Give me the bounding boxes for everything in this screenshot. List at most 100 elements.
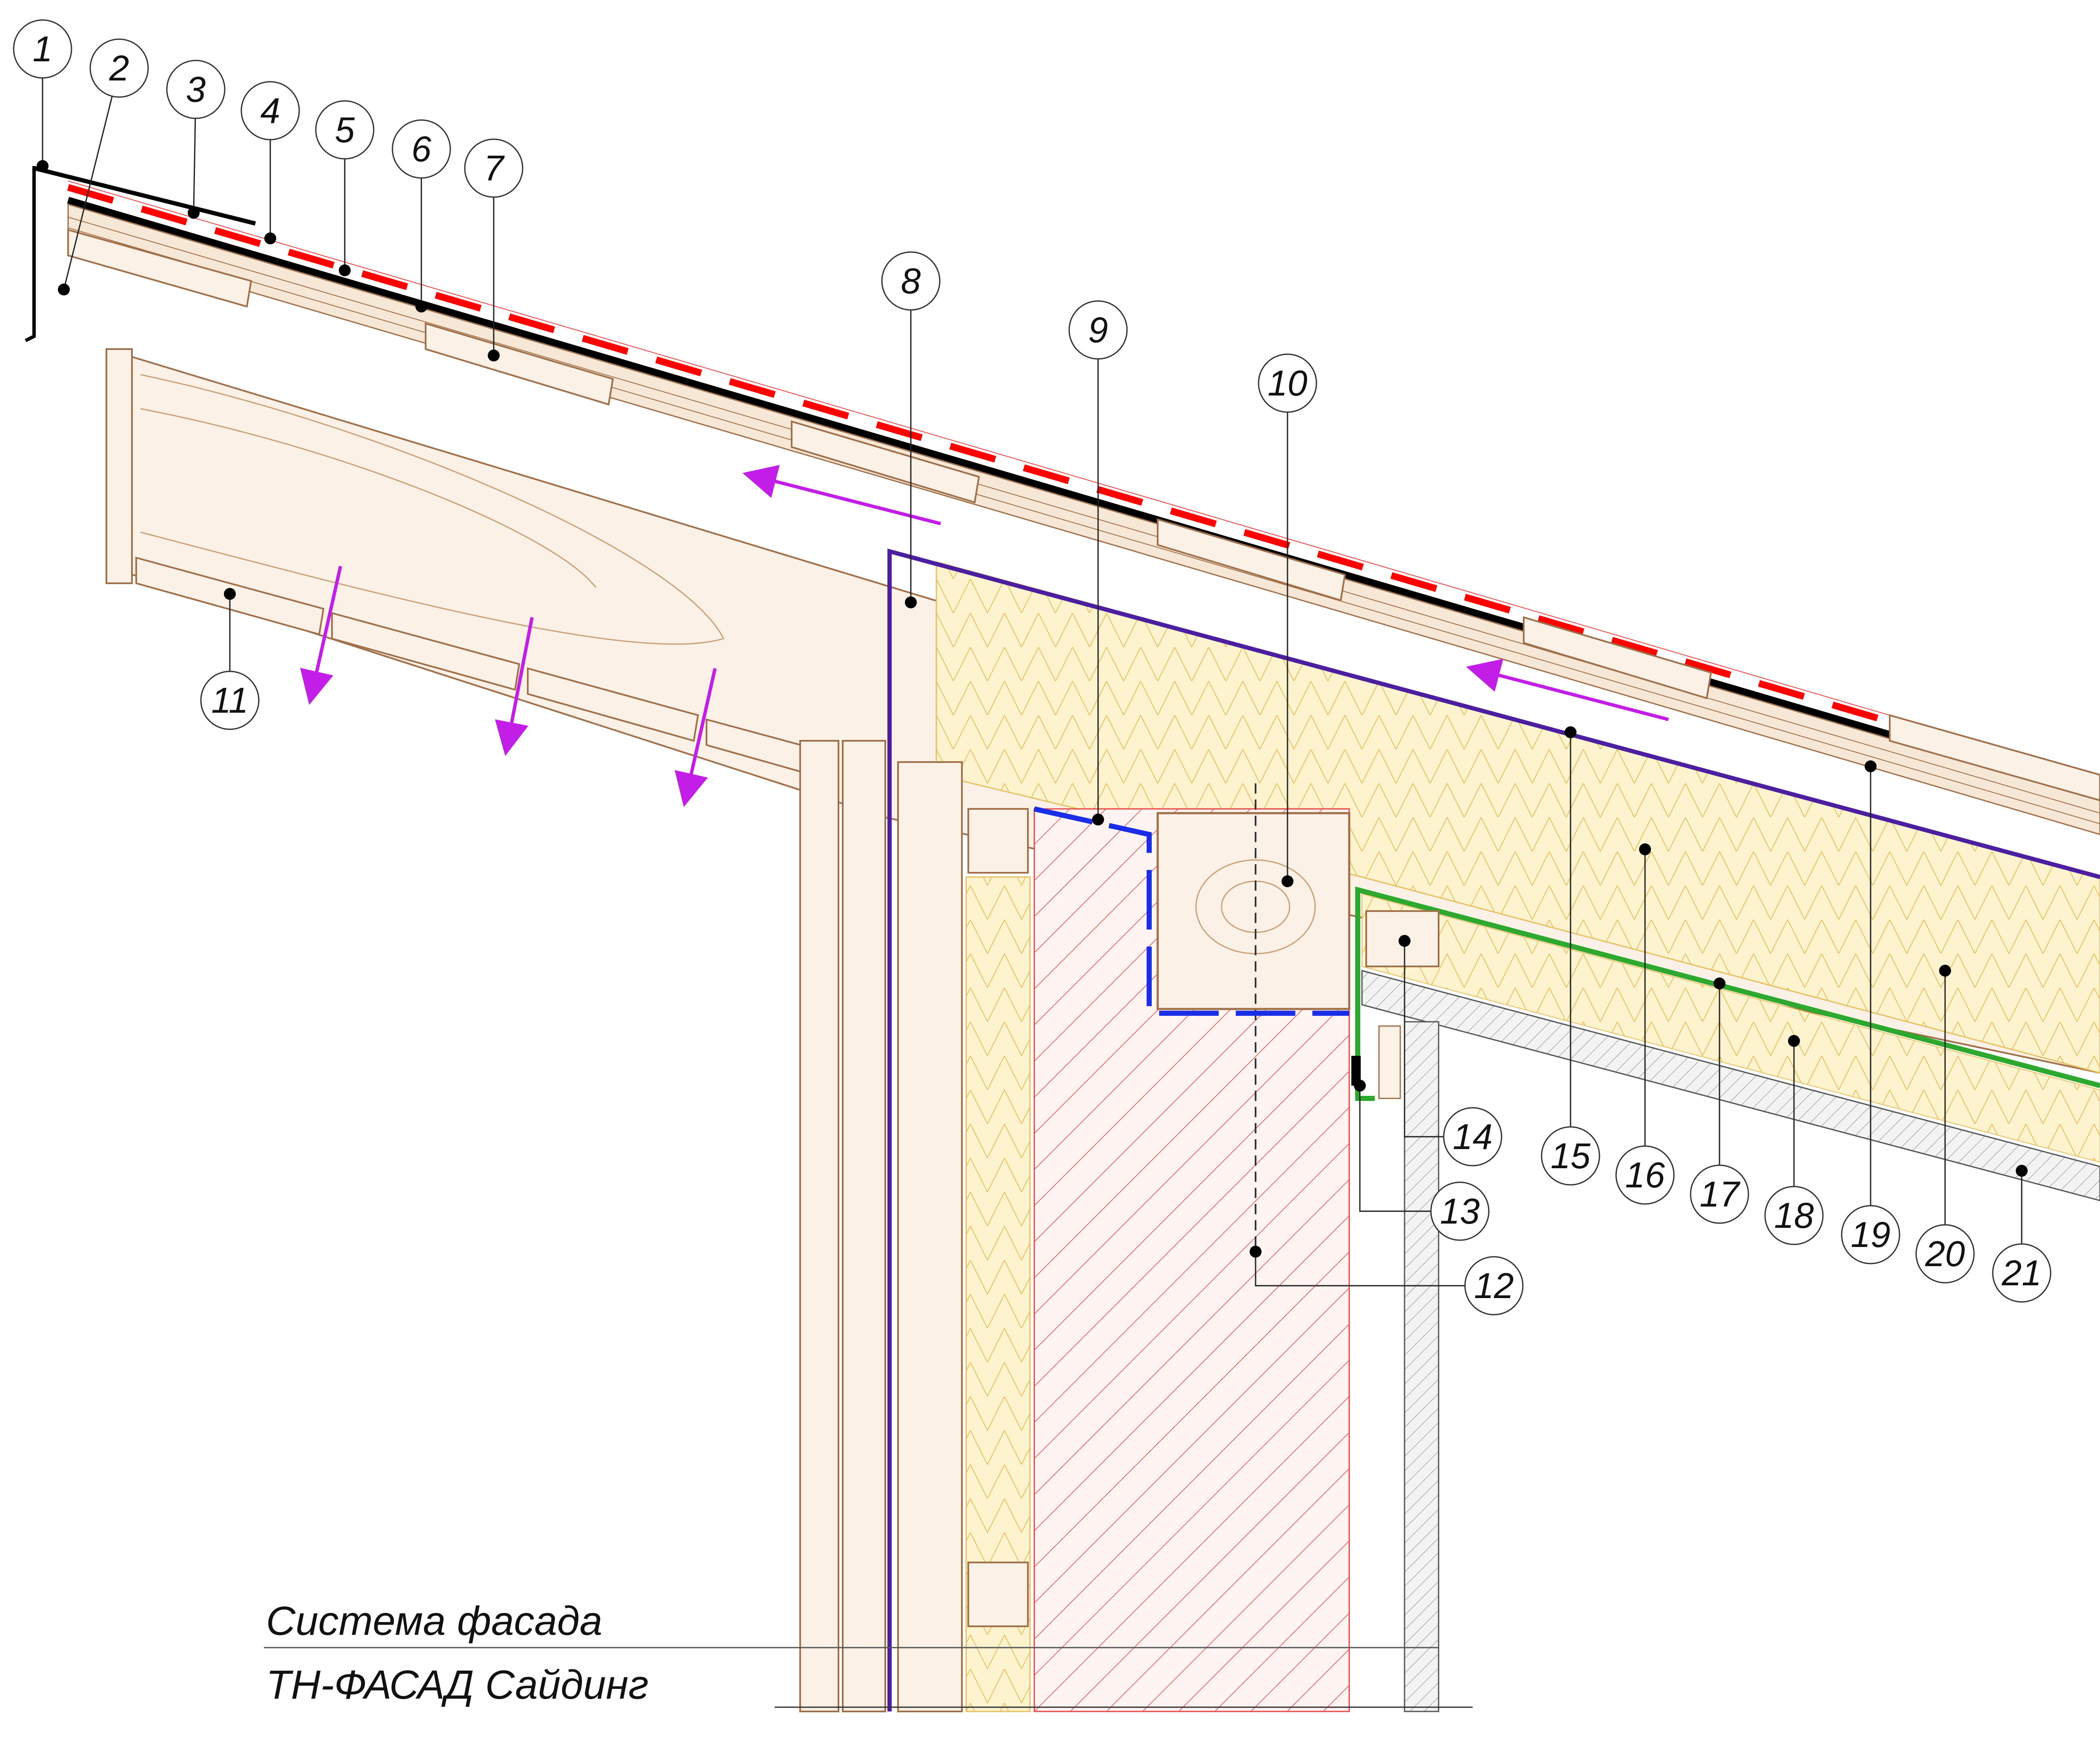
callout-circle (392, 119, 451, 179)
callout-4: 4 (240, 81, 300, 244)
callout-19: 19 (1841, 760, 1900, 1264)
callout-number: 16 (1625, 1155, 1665, 1195)
airflow-arrows (300, 465, 1669, 807)
callout-circle (1430, 1181, 1490, 1241)
sheathing-boards (67, 203, 2100, 835)
rafter-grain (140, 408, 597, 588)
callout-leader (1359, 1086, 1460, 1212)
callout-14: 14 (1399, 935, 1502, 1167)
siding (799, 740, 839, 1712)
callout-1: 1 (13, 19, 72, 172)
callout-dot (58, 284, 70, 295)
callout-circle (1443, 1107, 1502, 1167)
ceiling-joist (1365, 910, 1439, 967)
sheathing-line (68, 217, 2100, 814)
callout-dot (488, 350, 500, 361)
callout-number: 6 (412, 129, 432, 169)
sheathing-line (68, 227, 2100, 824)
callout-number: 9 (1088, 310, 1108, 350)
callout-dot (188, 207, 200, 219)
caption-line-1: Система фасада (266, 1598, 602, 1644)
callout-15: 15 (1541, 726, 1600, 1186)
vapor-barrier-green (1355, 886, 2100, 1101)
callout-12: 12 (1250, 1246, 1524, 1316)
callout-number: 13 (1440, 1191, 1479, 1231)
callout-circle (1541, 1126, 1600, 1186)
callout-number: 7 (484, 148, 505, 188)
callout-7: 7 (464, 138, 524, 361)
callout-13: 13 (1354, 1080, 1490, 1241)
interior-batten (1378, 1025, 1401, 1099)
callout-number: 19 (1851, 1215, 1890, 1255)
callout-circle (1992, 1243, 2051, 1303)
battens (67, 229, 2100, 802)
callout-number: 10 (1267, 363, 1307, 403)
airflow-arrow (1466, 659, 1669, 721)
callout-16: 16 (1615, 843, 1675, 1205)
wall-post-bottom (967, 1562, 1029, 1627)
callout-dot (1939, 965, 1951, 977)
callout-number: 11 (211, 680, 248, 720)
callout-circle (166, 60, 226, 119)
callout-dot (37, 160, 49, 172)
ceiling-insulation (1362, 893, 2100, 1163)
callout-circle (13, 19, 72, 79)
callout-dot (224, 588, 236, 600)
callout-number: 17 (1699, 1174, 1741, 1214)
callout-dot (1865, 760, 1877, 772)
airflow-arrow (495, 617, 534, 756)
wall-batten (842, 740, 886, 1712)
callout-17: 17 (1690, 977, 1749, 1224)
callout-number: 4 (260, 91, 280, 131)
callout-number: 1 (33, 29, 53, 69)
callout-dot (339, 264, 351, 276)
callout-number: 21 (2001, 1253, 2041, 1293)
callout-dot (1565, 726, 1576, 738)
wall-post-top (967, 808, 1029, 874)
callout-3: 3 (166, 60, 226, 219)
callout-number: 15 (1551, 1136, 1591, 1176)
callout-number: 5 (335, 110, 355, 150)
callout-dot (1092, 814, 1104, 826)
rafter-grain (140, 374, 725, 645)
roof-covering-black (33, 166, 256, 226)
callout-number: 20 (1925, 1234, 1965, 1274)
airflow-arrow (742, 465, 941, 525)
callout-number: 12 (1474, 1266, 1513, 1306)
callout-circle (881, 251, 941, 311)
callout-11: 11 (200, 588, 260, 730)
callout-circle (1841, 1205, 1900, 1264)
callout-number: 14 (1453, 1117, 1492, 1157)
callout-dot (905, 596, 917, 608)
callout-circle (240, 81, 300, 140)
callout-20: 20 (1915, 965, 1975, 1284)
interior-lining (1404, 1021, 1439, 1712)
wall-stud (897, 761, 963, 1712)
callout-dot (1399, 935, 1410, 947)
callout-leader (63, 68, 120, 290)
callout-dot (1788, 1035, 1800, 1047)
callout-number: 18 (1774, 1195, 1814, 1235)
callout-circle (89, 38, 149, 98)
callout-number: 8 (901, 261, 921, 301)
callout-dot (2016, 1165, 2028, 1177)
callout-10: 10 (1258, 353, 1317, 887)
callout-circle (1764, 1186, 1824, 1245)
callout-leader (1255, 1252, 1494, 1287)
callout-dot (1282, 875, 1293, 887)
callout-circle (1258, 353, 1317, 413)
callout-dot (264, 232, 276, 244)
callout-8: 8 (881, 251, 941, 608)
callout-dot (1250, 1246, 1262, 1258)
callout-circle (1615, 1145, 1675, 1205)
wall-plate-beam (1156, 812, 1350, 1010)
drip-edge (25, 166, 36, 342)
callout-number: 3 (186, 69, 206, 109)
callout-9: 9 (1068, 300, 1128, 826)
fastener (1351, 1056, 1361, 1086)
callout-circle (315, 100, 375, 160)
airflow-arrow (675, 668, 717, 807)
